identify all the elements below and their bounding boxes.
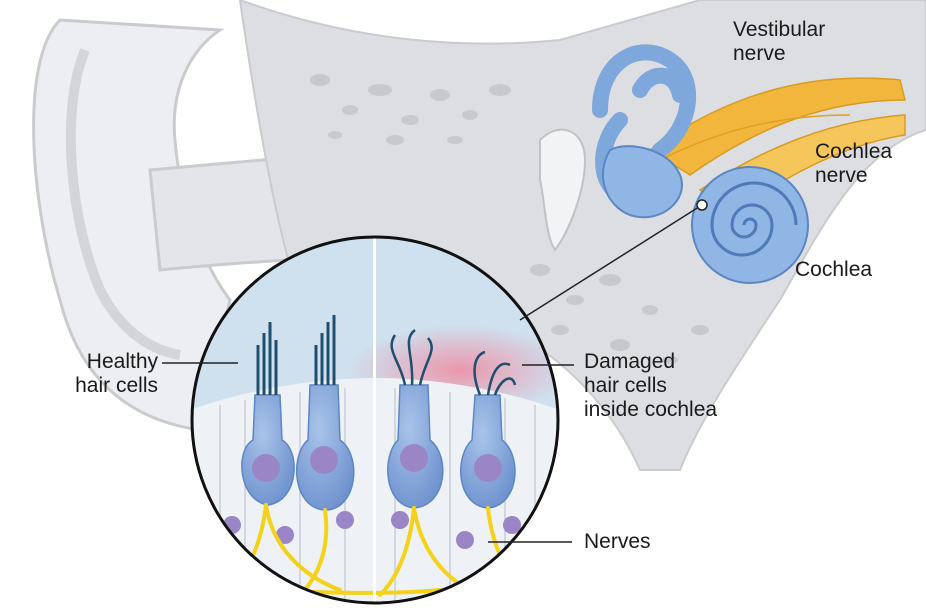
healthy-hair-cells-label: Healthy hair cells [40,350,158,398]
vestibular-nerve-label: Vestibular nerve [733,18,825,66]
cochlea-label: Cochlea [795,258,872,282]
nerves-label: Nerves [584,530,651,554]
damaged-hair-cells-label: Damaged hair cells inside cochlea [584,350,717,422]
cochlea-nerve-label: Cochlea nerve [815,140,892,188]
